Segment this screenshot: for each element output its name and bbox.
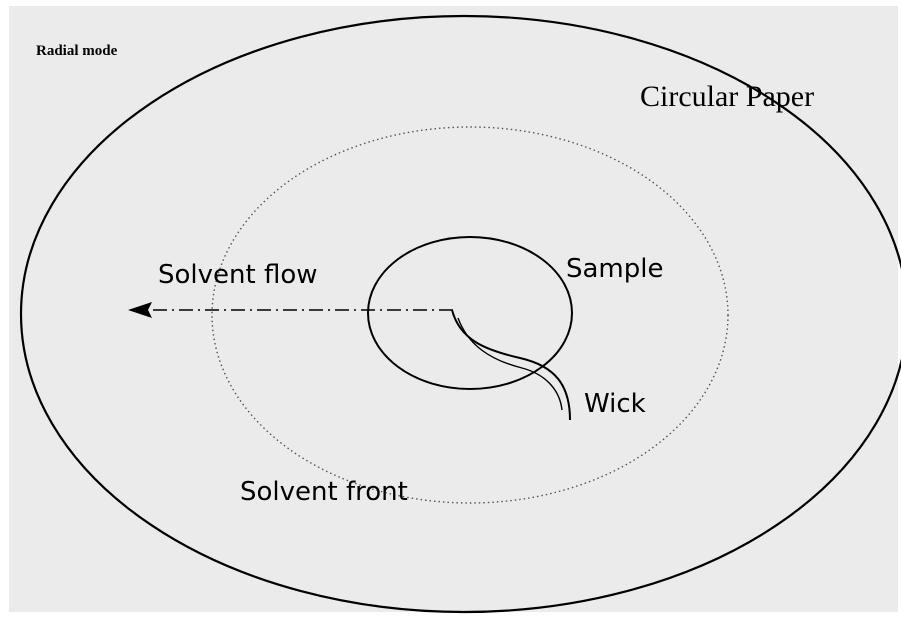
wick-label: Wick [584,389,646,419]
diagram-title: Radial mode [36,43,118,59]
solvent-flow-arrowhead [128,302,152,318]
solvent-front-label: Solvent front [240,477,408,507]
sample-circle [367,236,573,390]
solvent-flow-label: Solvent flow [158,260,318,290]
sample-label: Sample [566,254,664,284]
wick-strip-edge [457,317,563,411]
solvent-front-circle [211,126,729,504]
circular-paper-label: Circular Paper [640,80,814,113]
diagram-panel [9,6,898,612]
wick-strip [451,309,571,421]
circular-paper-circle [20,14,901,614]
